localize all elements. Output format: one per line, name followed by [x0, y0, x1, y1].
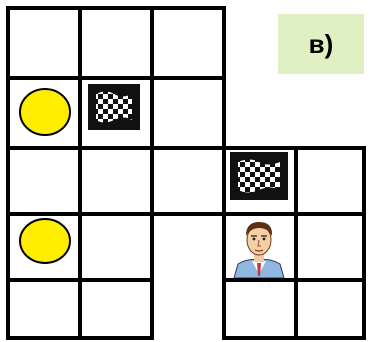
board-cell[interactable]: [78, 146, 154, 216]
board-cell[interactable]: [6, 6, 82, 80]
board-cell[interactable]: [6, 278, 82, 340]
yellow-coin-icon[interactable]: [17, 216, 73, 266]
yellow-coin-icon[interactable]: [17, 86, 73, 138]
man-portrait-icon[interactable]: [230, 216, 288, 278]
board-cell[interactable]: [294, 146, 366, 216]
checkered-flag-icon[interactable]: [88, 84, 140, 130]
variant-label: в): [278, 14, 364, 74]
board-cell[interactable]: [78, 278, 154, 340]
board-cell[interactable]: [150, 6, 226, 80]
board-cell[interactable]: [150, 76, 226, 150]
board-cell[interactable]: [150, 146, 226, 216]
board-cell[interactable]: [294, 278, 366, 340]
board-cell[interactable]: [294, 212, 366, 282]
board-cell[interactable]: [222, 278, 298, 340]
board-cell[interactable]: [78, 212, 154, 282]
board-cell[interactable]: [6, 146, 82, 216]
board-cell[interactable]: [78, 6, 154, 80]
checkered-flag-icon[interactable]: [230, 152, 288, 200]
